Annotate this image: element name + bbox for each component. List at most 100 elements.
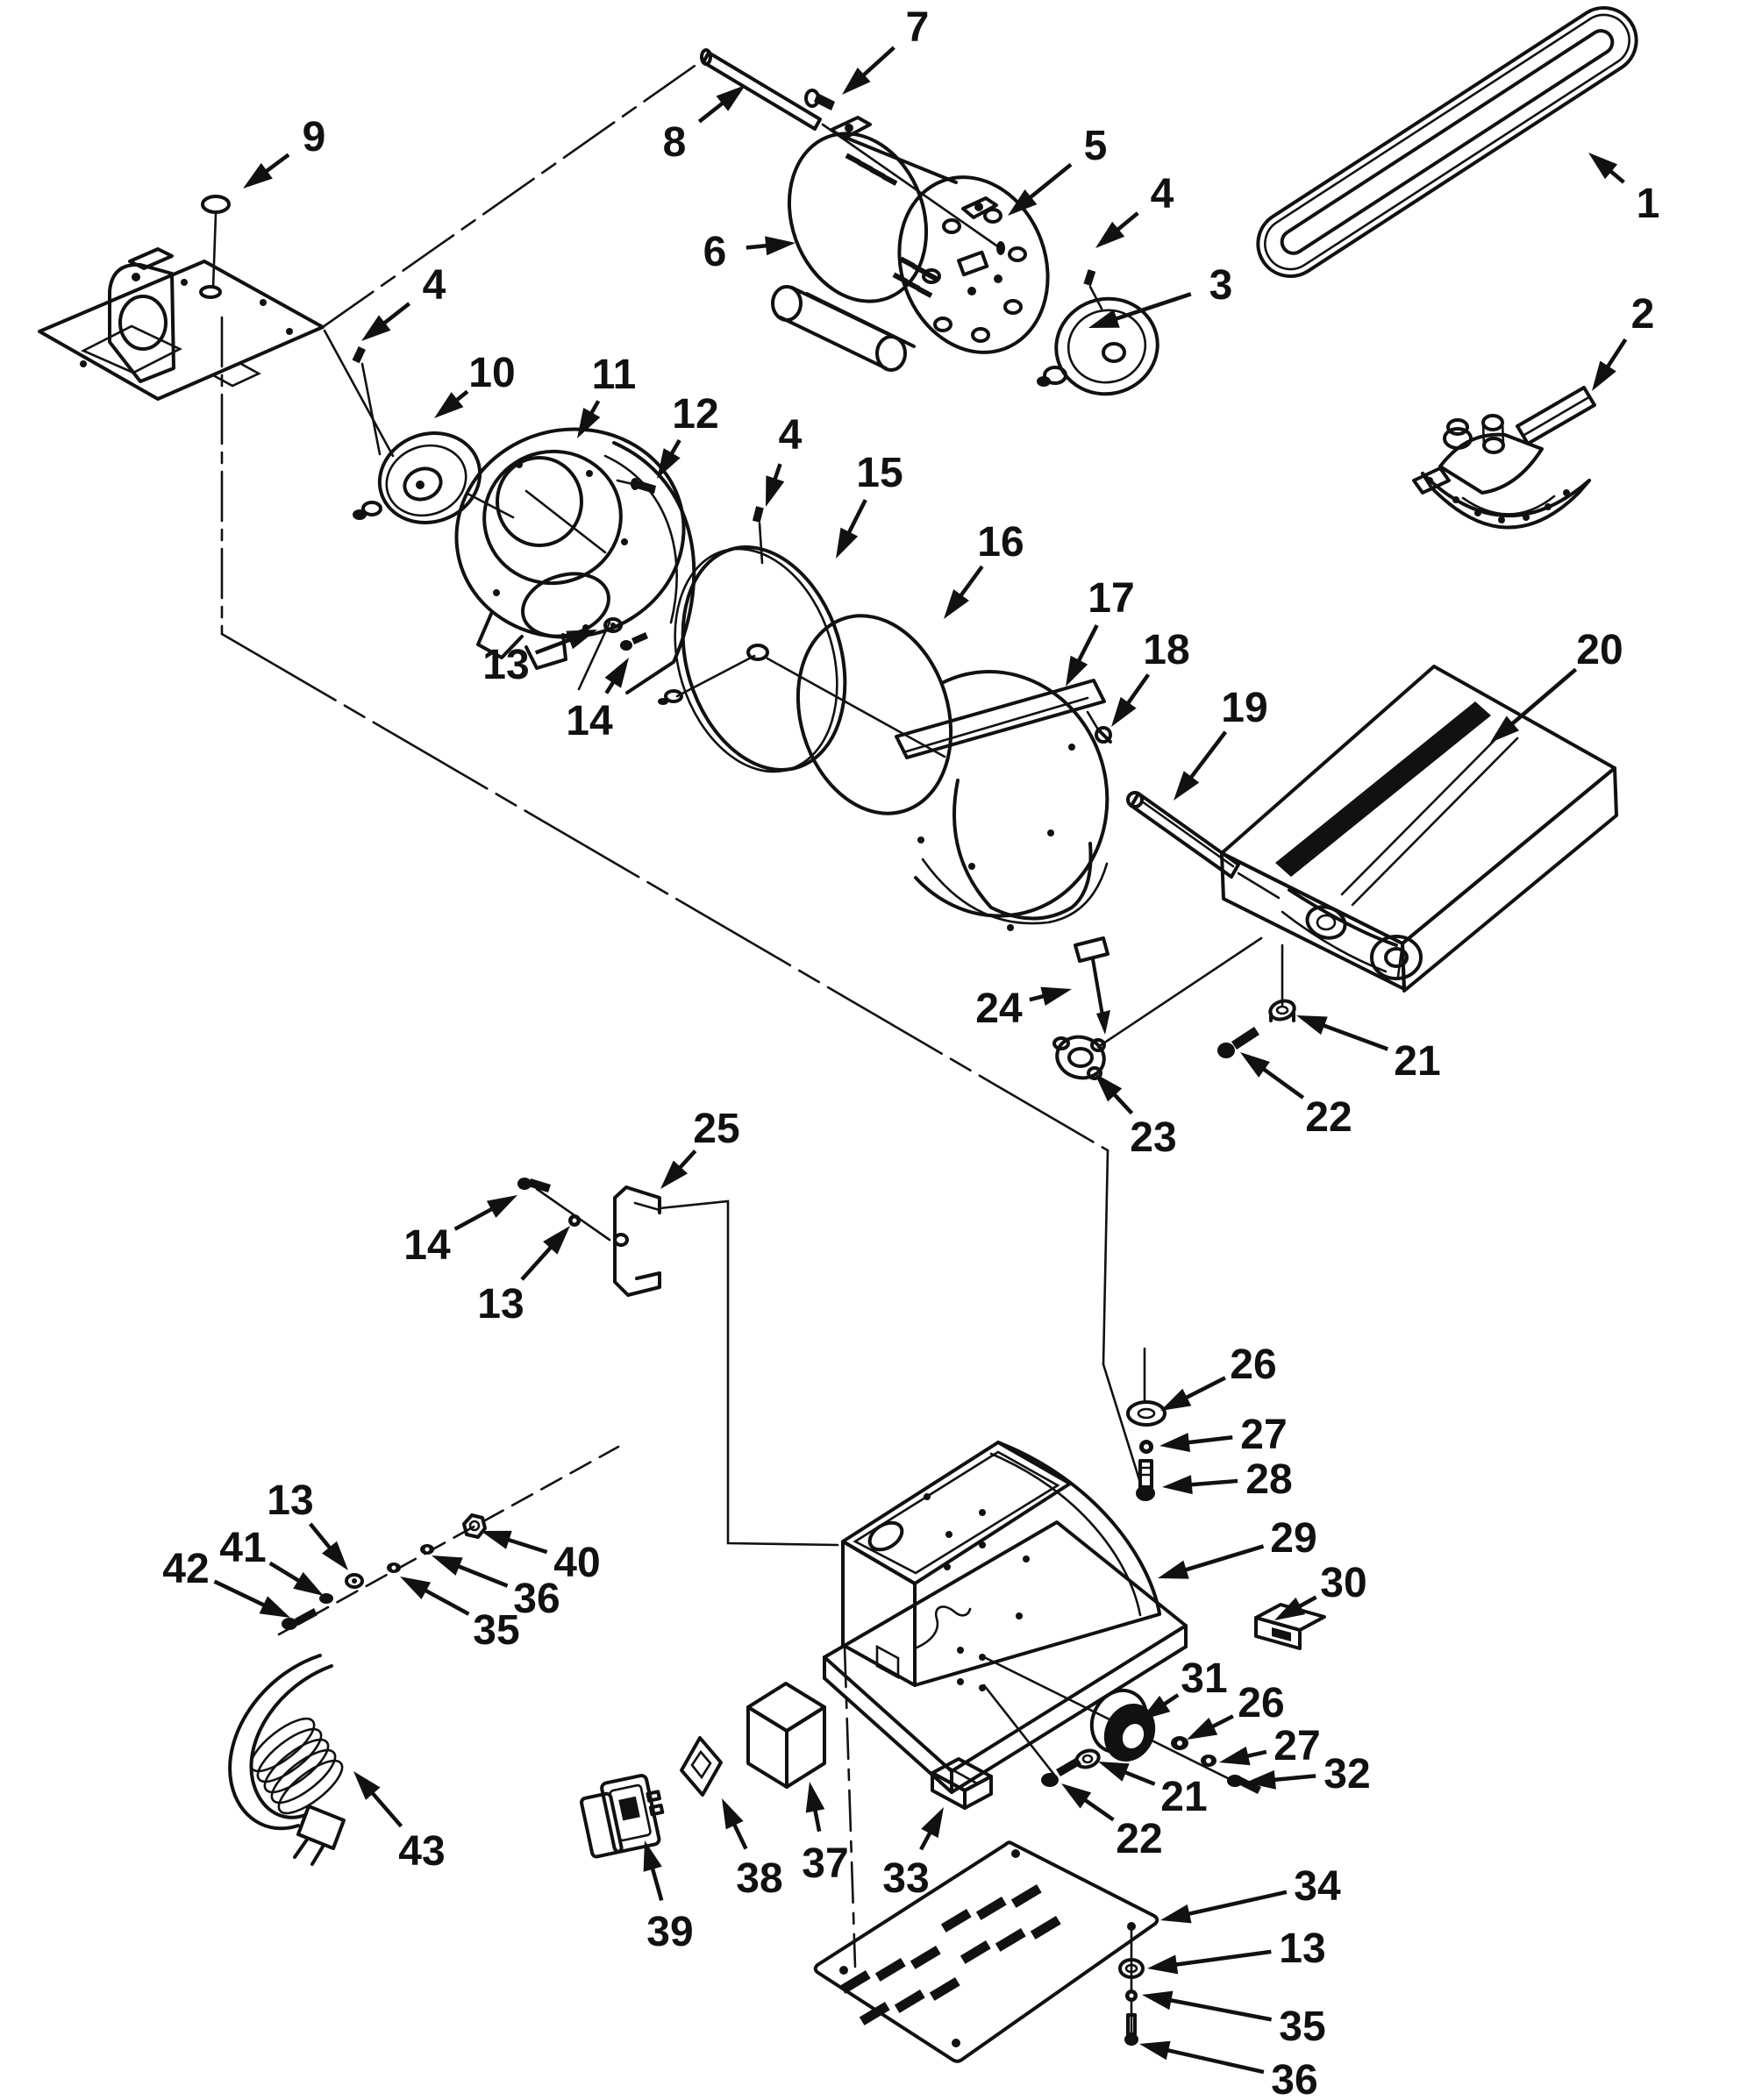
part-stack-26-27-28 <box>1126 1400 1167 1501</box>
callout-arrowhead <box>805 1782 825 1813</box>
callout-label-40: 40 <box>553 1540 600 1586</box>
callout-arrowhead <box>766 475 785 507</box>
callout-arrowhead <box>1160 1904 1192 1924</box>
callout-arrowhead <box>1066 655 1088 687</box>
part-disc-15 <box>658 506 847 773</box>
plug <box>296 1805 346 1850</box>
callout-arrowhead <box>1162 1475 1193 1495</box>
callout-leader <box>213 1579 268 1609</box>
callout-label-38: 38 <box>736 1855 782 1902</box>
callout-label-37: 37 <box>802 1840 848 1887</box>
callout-arrowhead <box>1159 1433 1191 1452</box>
callout-label-14: 14 <box>566 698 613 744</box>
callout-leader <box>455 1563 509 1588</box>
callout-label-21: 21 <box>1394 1038 1440 1085</box>
callout-label-4: 4 <box>779 412 803 459</box>
nut-40 <box>462 1513 487 1539</box>
callout-leader <box>1164 2047 1265 2075</box>
part-cabinet <box>823 1441 1188 1794</box>
part-miter-gauge <box>1412 386 1596 530</box>
callout-leader <box>520 1243 554 1281</box>
callout-label-36: 36 <box>1271 2057 1317 2100</box>
callout-label-29: 29 <box>1270 1515 1316 1562</box>
callout-leader <box>1173 1949 1272 1968</box>
callout-arrowhead <box>577 408 601 438</box>
part-pivot-plate <box>38 195 325 401</box>
callout-arrowhead <box>1098 1762 1130 1782</box>
part-disc-16 <box>796 614 953 815</box>
callout-label-34: 34 <box>1294 1863 1341 1910</box>
callout-leader <box>957 565 984 600</box>
callout-arrowhead <box>1490 715 1519 743</box>
washer-13a <box>603 617 623 633</box>
screw-14a <box>620 640 632 651</box>
screw-18 <box>1095 726 1112 744</box>
callout-leader <box>697 99 726 124</box>
screw-4c <box>752 506 764 523</box>
knob-9 <box>201 195 231 214</box>
callout-arrowhead <box>293 1571 324 1596</box>
nut-21b <box>1074 1748 1101 1769</box>
callout-leader <box>1110 1091 1134 1115</box>
callout-arrowhead <box>400 1577 432 1599</box>
callout-arrowhead <box>481 1530 512 1549</box>
callout-label-31: 31 <box>1181 1655 1227 1702</box>
callout-arrowhead <box>1187 1717 1218 1740</box>
motor-vents <box>845 153 940 298</box>
callout-label-5: 5 <box>1084 123 1108 169</box>
callout-arrowhead <box>1040 986 1072 1007</box>
callout-leader <box>1509 667 1578 728</box>
bolt-28-head <box>1136 1485 1155 1501</box>
part-bracket-30 <box>1254 1603 1326 1650</box>
screw-5 <box>996 241 1005 255</box>
callout-leader <box>676 1150 697 1171</box>
callout-arrowhead <box>1147 1954 1179 1975</box>
callout-leader <box>381 302 411 327</box>
construction-lines <box>211 56 1284 2047</box>
part-knob-23 <box>1052 1035 1106 1080</box>
callout-leader <box>1296 1595 1317 1610</box>
screw-4b <box>1083 269 1096 287</box>
callout-arrowhead <box>1240 1052 1270 1078</box>
part-belt <box>1256 5 1638 279</box>
callout-label-13: 13 <box>1279 1926 1325 1972</box>
callout-leader <box>1075 624 1099 665</box>
callout-label-22: 22 <box>1116 1816 1162 1862</box>
callout-arrowhead <box>543 1226 570 1255</box>
callout-label-10: 10 <box>468 350 515 396</box>
callout-leader <box>1182 1544 1265 1573</box>
callout-label-26: 26 <box>1230 1342 1276 1388</box>
callout-arrowhead <box>1245 1769 1276 1790</box>
callout-label-14: 14 <box>403 1222 451 1269</box>
part-block-33 <box>931 1757 993 1810</box>
callout-leader <box>860 46 895 79</box>
callout-arrowhead <box>1095 221 1125 248</box>
part-pulley-10 <box>352 346 482 525</box>
part-guard <box>895 670 1112 931</box>
callout-label-13: 13 <box>482 642 529 688</box>
callout-arrowhead <box>1592 360 1616 391</box>
callout-label-15: 15 <box>856 450 903 496</box>
callout-arrowhead <box>643 1840 662 1872</box>
callout-label-19: 19 <box>1221 685 1267 731</box>
screw-42 <box>282 1618 297 1630</box>
callout-arrowhead <box>566 630 597 650</box>
callout-label-13: 13 <box>477 1281 524 1328</box>
callout-label-30: 30 <box>1320 1560 1366 1606</box>
callout-arrowhead <box>243 162 273 189</box>
callout-arrowhead <box>1088 309 1120 328</box>
part-rod-19 <box>1126 791 1240 879</box>
part-motor <box>771 116 1159 396</box>
callout-label-17: 17 <box>1088 575 1134 622</box>
part-capacitor <box>746 1682 826 1789</box>
callout-arrowhead <box>1274 1597 1306 1620</box>
part-power-cord <box>228 1654 346 1866</box>
callout-leader <box>1188 1478 1238 1487</box>
callout-leader <box>845 499 867 537</box>
callout-label-22: 22 <box>1305 1094 1352 1141</box>
part-bolt-22a <box>1217 1027 1259 1058</box>
part-plate-38 <box>680 1736 723 1797</box>
